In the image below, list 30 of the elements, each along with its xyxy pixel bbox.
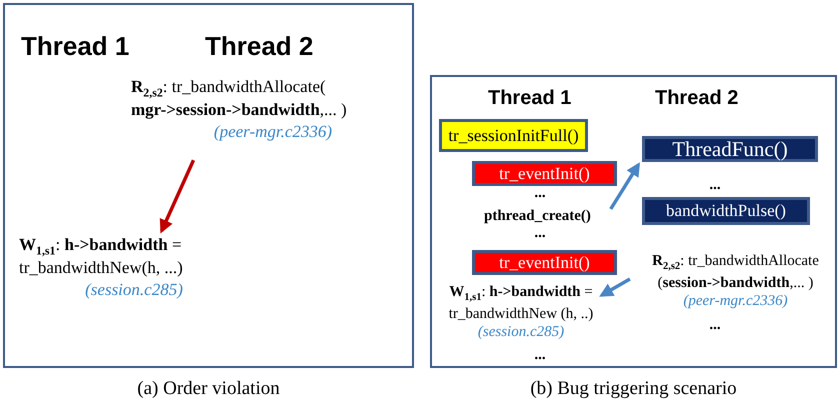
figure-caption: (a) Order violation bbox=[137, 378, 280, 400]
source-location: (session.c285) bbox=[476, 323, 566, 342]
column-heading: Thread 2 bbox=[655, 86, 738, 110]
ellipsis: ... bbox=[709, 318, 721, 333]
code-statement: W$_{1,s1}$: h->bandwidth = tr_bandwidthNew (h, ..) bbox=[448, 283, 594, 324]
function-box: ThreadFunc() bbox=[642, 136, 818, 162]
column-heading: Thread 2 bbox=[205, 31, 314, 62]
function-box: tr_eventInit() bbox=[472, 250, 617, 275]
panel-frame bbox=[430, 75, 837, 368]
function-box: bandwidthPulse() bbox=[642, 197, 810, 225]
arrow bbox=[160, 159, 196, 234]
source-location: (peer-mgr.c2336) bbox=[212, 120, 334, 142]
panel-frame bbox=[3, 3, 414, 368]
arrow bbox=[609, 162, 640, 210]
function-box: tr_sessionInitFull() bbox=[439, 119, 588, 152]
column-heading: Thread 1 bbox=[21, 31, 130, 62]
source-location: (peer-mgr.c2336) bbox=[682, 292, 789, 311]
arrow bbox=[599, 277, 631, 297]
figure-caption: (b) Bug triggering scenario bbox=[530, 378, 737, 400]
code-statement: W$_{1,s1}$: h->bandwidth = tr_bandwidthNew(h, ...) bbox=[19, 235, 184, 279]
source-location: (session.c285) bbox=[84, 278, 184, 300]
function-box: tr_eventInit() bbox=[472, 161, 617, 186]
function-call: pthread_create() bbox=[484, 207, 591, 225]
ellipsis: ... bbox=[534, 348, 546, 363]
column-heading: Thread 1 bbox=[488, 86, 572, 110]
code-statement: R$_{2,s2}$: tr_bandwidthAllocate (session->bandwidth,... ) bbox=[651, 252, 820, 292]
ellipsis: ... bbox=[534, 226, 546, 241]
ellipsis: ... bbox=[534, 186, 546, 201]
ellipsis: ... bbox=[709, 178, 721, 193]
code-statement: R$_{2,s2}$: tr_bandwidthAllocate( mgr->session->bandwidth,... ) bbox=[131, 77, 348, 121]
